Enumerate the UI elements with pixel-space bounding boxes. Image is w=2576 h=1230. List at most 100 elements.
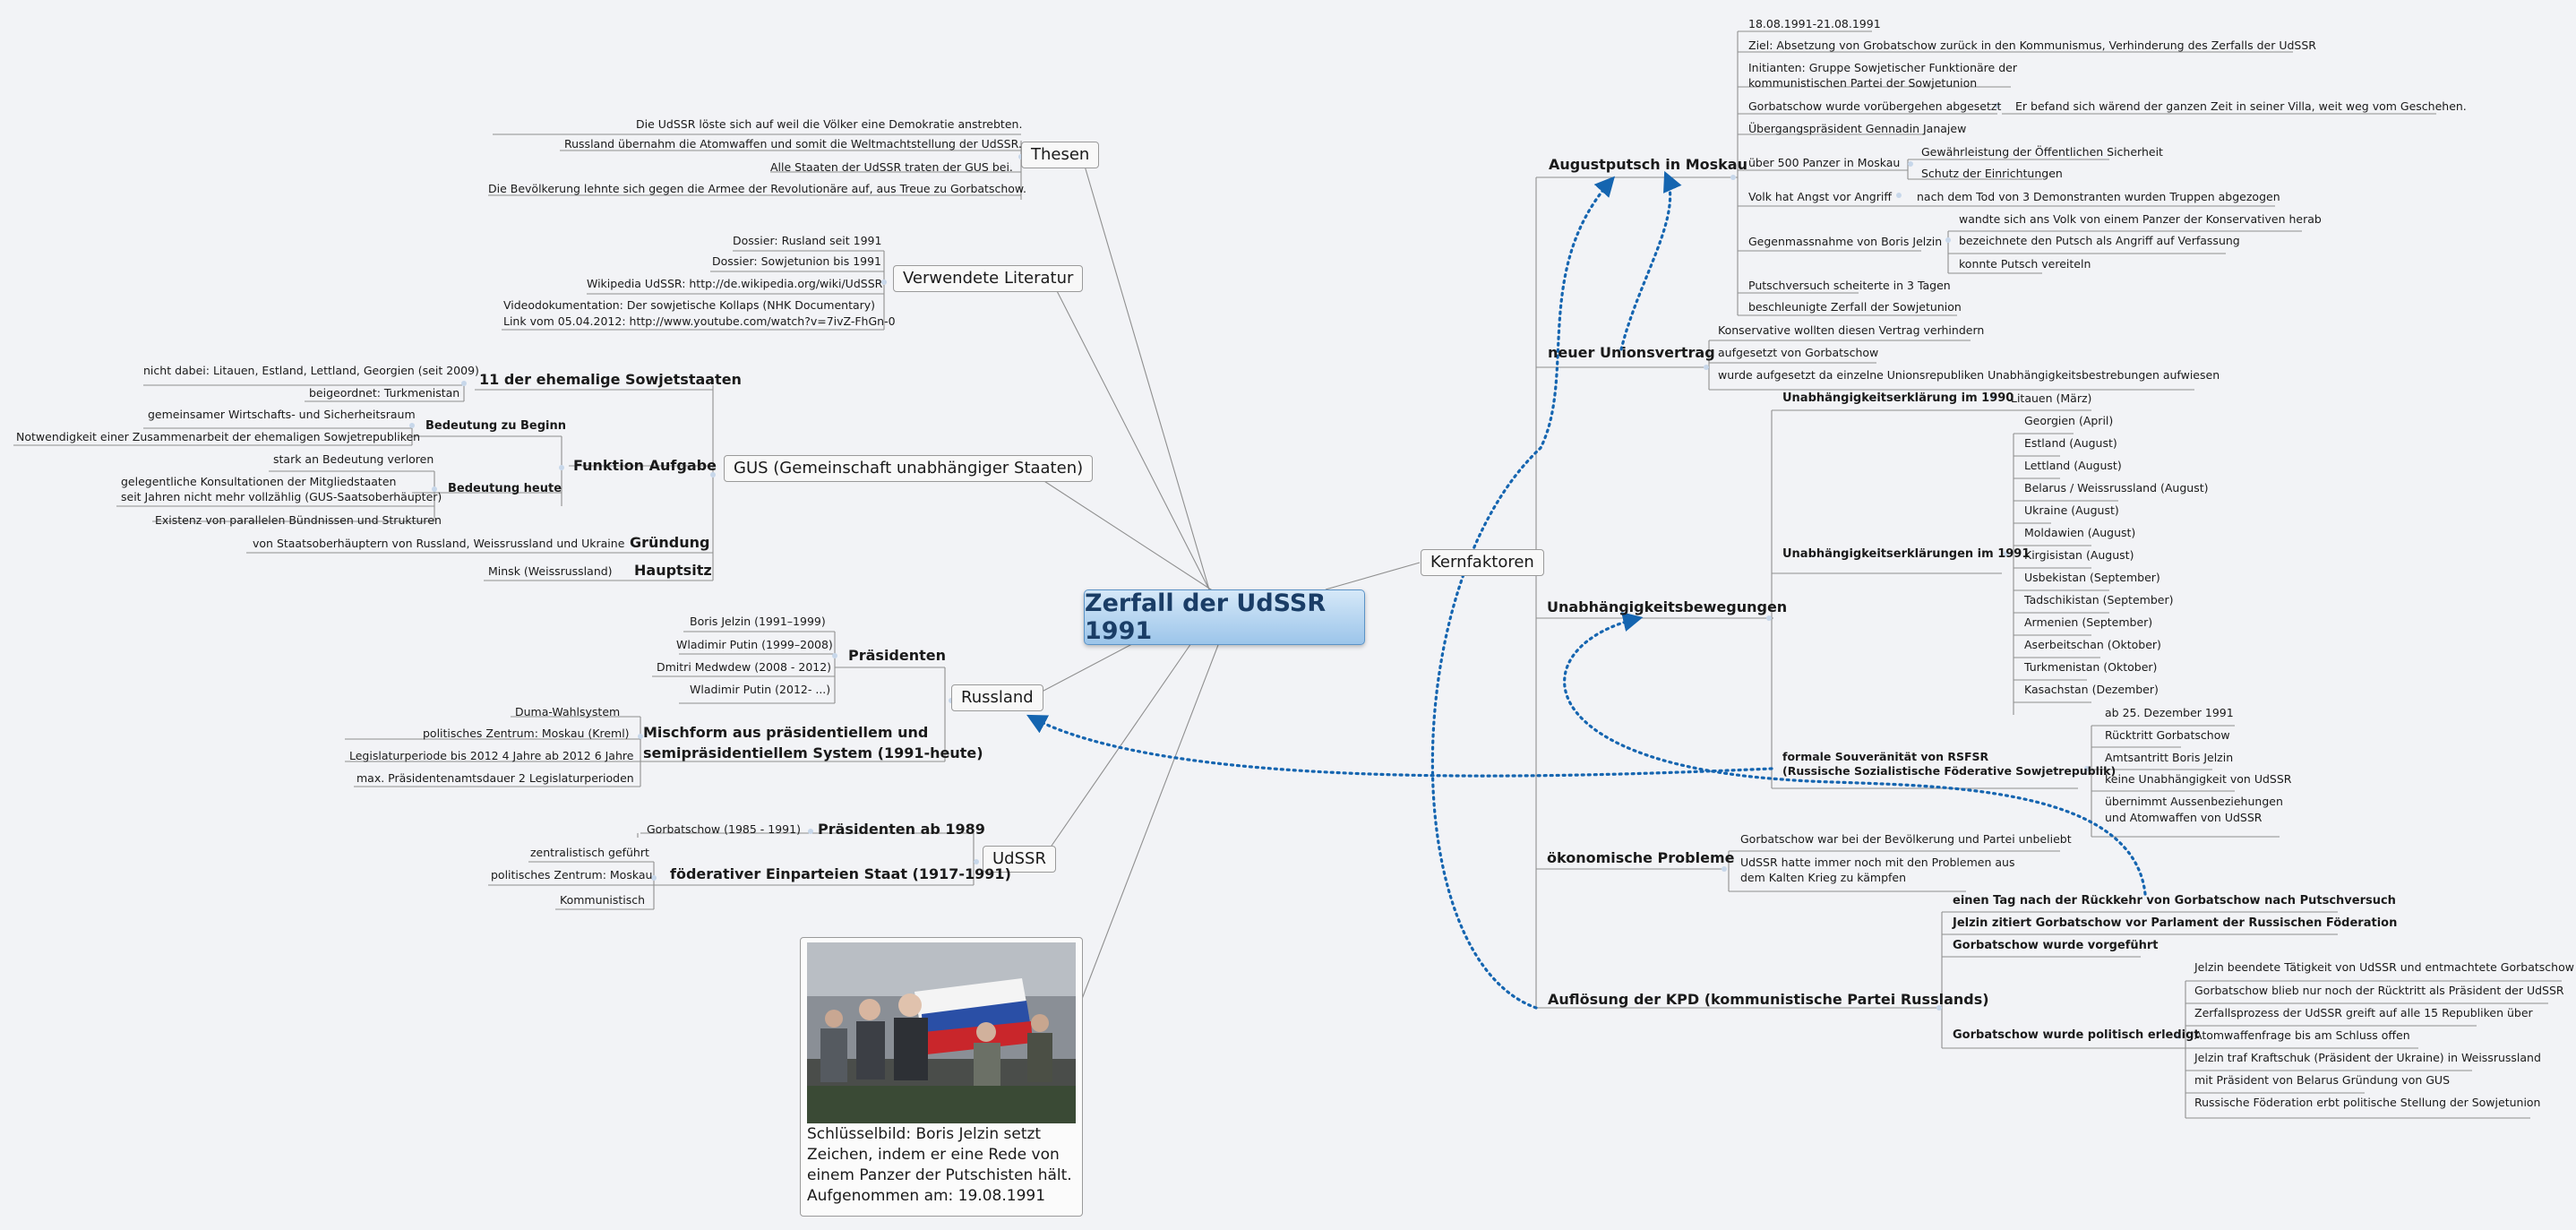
land-item[interactable]: Aserbeitschan (Oktober) <box>2024 638 2161 651</box>
augustputsch-item[interactable]: über 500 Panzer in Moskau <box>1748 156 1901 169</box>
unionsvertrag-item[interactable]: aufgesetzt von Gorbatschow <box>1718 346 1879 359</box>
russland-praesidenten[interactable]: Präsidenten <box>848 647 947 664</box>
augustputsch-item[interactable]: Initianten: Gruppe Sowjetischer Funktion… <box>1748 61 2017 74</box>
erklaerung-1990[interactable]: Unabhängigkeitserklärung im 1990 <box>1782 391 2014 405</box>
unabhaengigkeit[interactable]: Unabhängigkeitsbewegungen <box>1547 598 1788 615</box>
unionsvertrag-item[interactable]: Konservative wollten diesen Vertrag verh… <box>1718 323 1985 337</box>
gus-staaten[interactable]: 11 der ehemalige Sowjetstaaten <box>479 371 742 388</box>
erledigt-item[interactable]: Jelzin traf Kraftschuk (Präsident der Uk… <box>2194 1051 2541 1064</box>
erledigt-item[interactable]: mit Präsident von Belarus Gründung von G… <box>2194 1073 2451 1087</box>
rsfsr-item[interactable]: ab 25. Dezember 1991 <box>2105 706 2234 719</box>
kpd-item[interactable]: Jelzin zitiert Gorbatschow vor Parlament… <box>1953 916 2398 930</box>
kpd-item[interactable]: einen Tag nach der Rückkehr von Gorbatsc… <box>1953 894 2396 907</box>
udssr-staat-item[interactable]: Kommunistisch <box>560 893 646 907</box>
mischform-item[interactable]: politisches Zentrum: Moskau (Kreml) <box>423 727 630 740</box>
gus-heute-item[interactable]: gelegentliche Konsultationen der Mitglie… <box>121 475 397 488</box>
gus-staaten-item[interactable]: beigeordnet: Turkmenistan <box>309 386 460 400</box>
russland-mischform[interactable]: Mischform aus präsidentiellem und <box>643 724 929 741</box>
erklaerung-1990-item[interactable]: Litauen (März) <box>2011 391 2092 405</box>
land-item[interactable]: Usbekistan (September) <box>2024 571 2160 584</box>
praesident-item[interactable]: Wladimir Putin (2012- ...) <box>690 683 831 696</box>
rsfsr-item[interactable]: und Atomwaffen von UdSSR <box>2105 811 2263 824</box>
augustputsch-item[interactable]: 18.08.1991-21.08.1991 <box>1748 17 1881 30</box>
land-item[interactable]: Kirgisistan (August) <box>2024 548 2134 562</box>
augustputsch-item[interactable]: Putschversuch scheiterte in 3 Tagen <box>1748 279 1951 292</box>
gus-bedeutung-beginn[interactable]: Bedeutung zu Beginn <box>425 419 567 433</box>
augustputsch-item[interactable]: Gorbatschow wurde vorübergehen abgesetzt <box>1748 99 2002 113</box>
land-item[interactable]: Ukraine (August) <box>2024 503 2119 517</box>
literatur-item[interactable]: Wikipedia UdSSR: http://de.wikipedia.org… <box>587 277 883 290</box>
thesen-item[interactable]: Die UdSSR löste sich auf weil die Völker… <box>636 117 1023 131</box>
land-item[interactable]: Georgien (April) <box>2024 414 2114 427</box>
augustputsch-item[interactable]: Volk hat Angst vor Angriff <box>1748 190 1892 203</box>
topic-russland[interactable]: Russland <box>951 684 1043 711</box>
rsfsr-item[interactable]: übernimmt Aussenbeziehungen <box>2105 795 2283 808</box>
topic-kernfaktoren[interactable]: Kernfaktoren <box>1421 549 1544 576</box>
villa-item[interactable]: Er befand sich wärend der ganzen Zeit in… <box>2015 99 2467 113</box>
kpd-item[interactable]: Gorbatschow wurde politisch erledigt <box>1953 1028 2200 1042</box>
literatur-item[interactable]: Link vom 05.04.2012: http://www.youtube.… <box>503 314 896 328</box>
udssr-praesidenten[interactable]: Präsidenten ab 1989 <box>818 821 985 838</box>
gus-gruendung[interactable]: Gründung <box>630 534 710 551</box>
mischform-item[interactable]: Legislaturperiode bis 2012 4 Jahre ab 20… <box>349 749 634 762</box>
praesident-item[interactable]: Boris Jelzin (1991–1999) <box>690 615 826 628</box>
oekonomie-item[interactable]: UdSSR hatte immer noch mit den Problemen… <box>1740 856 2015 869</box>
land-item[interactable]: Estland (August) <box>2024 436 2117 450</box>
kpd-item[interactable]: Gorbatschow wurde vorgeführt <box>1953 939 2159 952</box>
angst-item[interactable]: nach dem Tod von 3 Demonstranten wurden … <box>1917 190 2280 203</box>
gus-staaten-item[interactable]: nicht dabei: Litauen, Estland, Lettland,… <box>143 364 479 377</box>
central-topic[interactable]: Zerfall der UdSSR 1991 <box>1084 589 1365 645</box>
thesen-item[interactable]: Alle Staaten der UdSSR traten der GUS be… <box>770 160 1013 174</box>
panzer-item[interactable]: Gewährleistung der Öffentlichen Sicherhe… <box>1921 145 2163 159</box>
land-item[interactable]: Kasachstan (Dezember) <box>2024 683 2159 696</box>
gus-beginn-item[interactable]: Notwendigkeit einer Zusammenarbeit der e… <box>16 430 421 443</box>
augustputsch-item[interactable]: Ziel: Absetzung von Grobatschow zurück i… <box>1748 39 2316 52</box>
topic-thesen[interactable]: Thesen <box>1021 142 1100 168</box>
gus-hauptsitz-item[interactable]: Minsk (Weissrussland) <box>488 564 613 578</box>
oekonomie-item[interactable]: Gorbatschow war bei der Bevölkerung und … <box>1740 832 2072 846</box>
mischform-item[interactable]: max. Präsidentenamtsdauer 2 Legislaturpe… <box>356 771 634 785</box>
land-item[interactable]: Moldawien (August) <box>2024 526 2136 539</box>
augustputsch-item[interactable]: Gegenmassnahme von Boris Jelzin <box>1748 235 1943 248</box>
russland-mischform-2[interactable]: semipräsidentiellem System (1991-heute) <box>643 744 983 761</box>
gus-heute-item[interactable]: stark an Bedeutung verloren <box>273 452 434 466</box>
rsfsr[interactable]: formale Souveränität von RSFSR <box>1782 750 1989 763</box>
literatur-item[interactable]: Dossier: Sowjetunion bis 1991 <box>712 254 882 268</box>
udssr-praesident-item[interactable]: Gorbatschow (1985 - 1991) <box>647 822 801 836</box>
gus-gruendung-item[interactable]: von Staatsoberhäuptern von Russland, Wei… <box>253 537 625 550</box>
topic-udssr[interactable]: UdSSR <box>983 846 1056 873</box>
thesen-item[interactable]: Die Bevölkerung lehnte sich gegen die Ar… <box>488 182 1026 195</box>
augustputsch-item[interactable]: beschleunigte Zerfall der Sowjetunion <box>1748 300 1962 314</box>
udssr-staat-item[interactable]: politisches Zentrum: Moskau <box>491 868 653 882</box>
praesident-item[interactable]: Wladimir Putin (1999–2008) <box>676 638 833 651</box>
gus-bedeutung-heute[interactable]: Bedeutung heute <box>448 482 562 495</box>
panzer-item[interactable]: Schutz der Einrichtungen <box>1921 167 2063 180</box>
erledigt-item[interactable]: Jelzin beendete Tätigkeit von UdSSR und … <box>2194 960 2574 974</box>
augustputsch[interactable]: Augustputsch in Moskau <box>1549 156 1747 173</box>
augustputsch-item[interactable]: Übergangspräsident Gennadin Janajew <box>1748 122 1967 135</box>
literatur-item[interactable]: Videodokumentation: Der sowjetische Koll… <box>503 298 876 312</box>
augustputsch-item[interactable]: kommunistischen Partei der Sowjetunion <box>1748 76 1978 90</box>
land-item[interactable]: Armenien (September) <box>2024 615 2153 629</box>
kpd[interactable]: Auflösung der KPD (kommunistische Partei… <box>1548 991 1989 1008</box>
oekonomie[interactable]: ökonomische Probleme <box>1547 849 1735 866</box>
topic-gus[interactable]: GUS (Gemeinschaft unabhängiger Staaten) <box>724 455 1094 482</box>
photo-node[interactable]: Schlüsselbild: Boris Jelzin setzt Zeiche… <box>800 937 1083 1217</box>
gus-beginn-item[interactable]: gemeinsamer Wirtschafts- und Sicherheits… <box>148 408 416 421</box>
rsfsr-item[interactable]: keine Unabhängigkeit von UdSSR <box>2105 772 2292 786</box>
mischform-item[interactable]: Duma-Wahlsystem <box>515 705 621 718</box>
rsfsr-2[interactable]: (Russische Sozialistische Föderative Sow… <box>1782 764 2117 778</box>
unionsvertrag[interactable]: neuer Unionsvertrag <box>1548 344 1715 361</box>
topic-literatur[interactable]: Verwendete Literatur <box>893 265 1084 292</box>
gegen-item[interactable]: bezeichnete den Putsch als Angriff auf V… <box>1959 234 2240 247</box>
erklaerungen-1991[interactable]: Unabhängigkeitserklärungen im 1991 <box>1782 547 2031 561</box>
land-item[interactable]: Lettland (August) <box>2024 459 2122 472</box>
thesen-item[interactable]: Russland übernahm die Atomwaffen und som… <box>564 137 1022 151</box>
gus-heute-item[interactable]: Existenz von parallelen Bündnissen und S… <box>155 513 442 527</box>
gegen-item[interactable]: konnte Putsch vereiteln <box>1959 257 2091 271</box>
erledigt-item[interactable]: Gorbatschow blieb nur noch der Rücktritt… <box>2194 984 2564 997</box>
gus-funktion[interactable]: Funktion Aufgabe <box>573 457 717 474</box>
praesident-item[interactable]: Dmitri Medwdew (2008 - 2012) <box>657 660 832 674</box>
literatur-item[interactable]: Dossier: Rusland seit 1991 <box>733 234 882 247</box>
gegen-item[interactable]: wandte sich ans Volk von einem Panzer de… <box>1959 212 2322 226</box>
